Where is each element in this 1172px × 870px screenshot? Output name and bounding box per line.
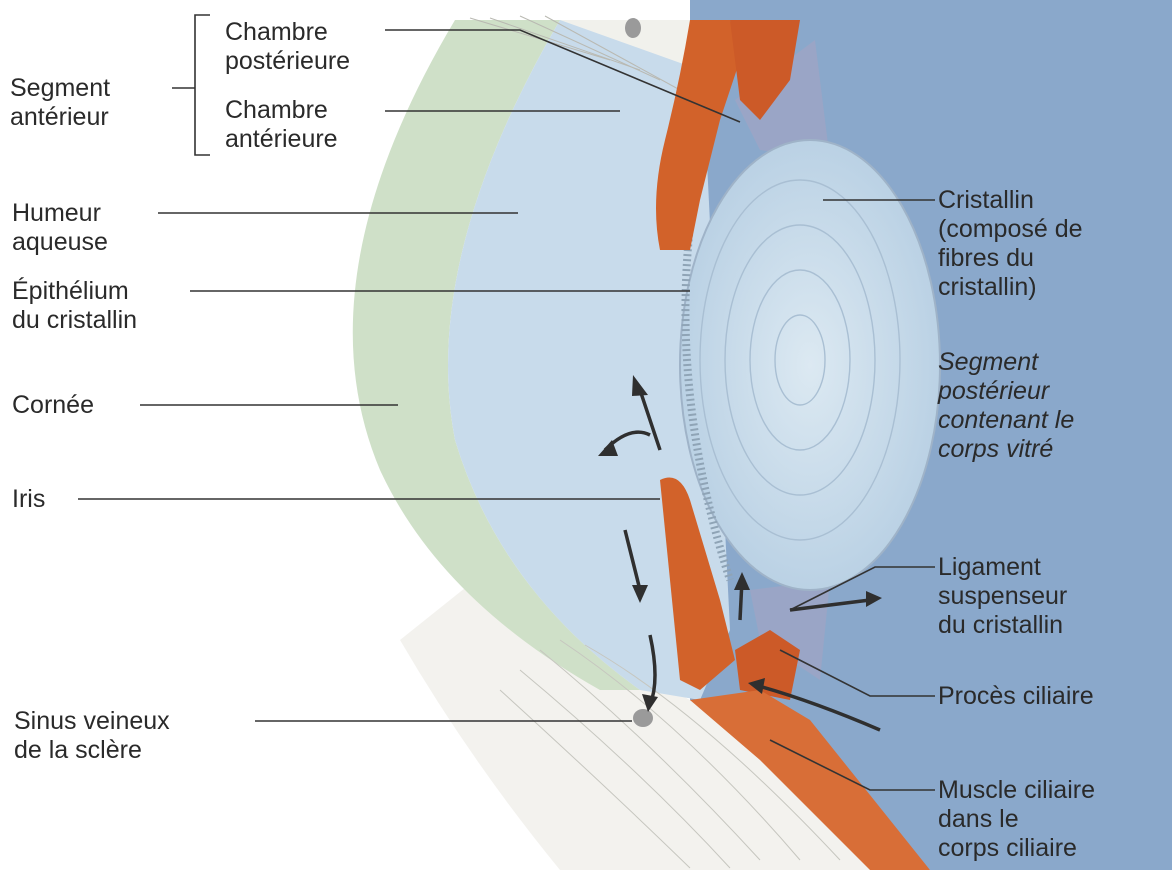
label-ligament: Ligament suspenseur du cristallin	[938, 553, 1067, 640]
lens	[680, 140, 940, 590]
sinus-upper-dot	[625, 18, 641, 38]
label-sinus: Sinus veineux de la sclère	[14, 707, 170, 765]
label-segment-anterieur: Segment antérieur	[10, 74, 110, 132]
label-muscle-ciliaire: Muscle ciliaire dans le corps ciliaire	[938, 776, 1095, 863]
label-epithelium: Épithélium du cristallin	[12, 277, 137, 335]
label-proces-ciliaire: Procès ciliaire	[938, 682, 1094, 711]
sinus-venosus	[633, 709, 653, 727]
label-cristallin: Cristallin (composé de fibres du cristal…	[938, 186, 1083, 302]
label-cornee: Cornée	[12, 391, 94, 420]
label-chambre-posterieure: Chambre postérieure	[225, 18, 350, 76]
label-segment-posterieur: Segment postérieur contenant le corps vi…	[938, 348, 1074, 464]
label-iris: Iris	[12, 485, 45, 514]
label-chambre-anterieure: Chambre antérieure	[225, 96, 338, 154]
label-humeur-aqueuse: Humeur aqueuse	[12, 199, 108, 257]
